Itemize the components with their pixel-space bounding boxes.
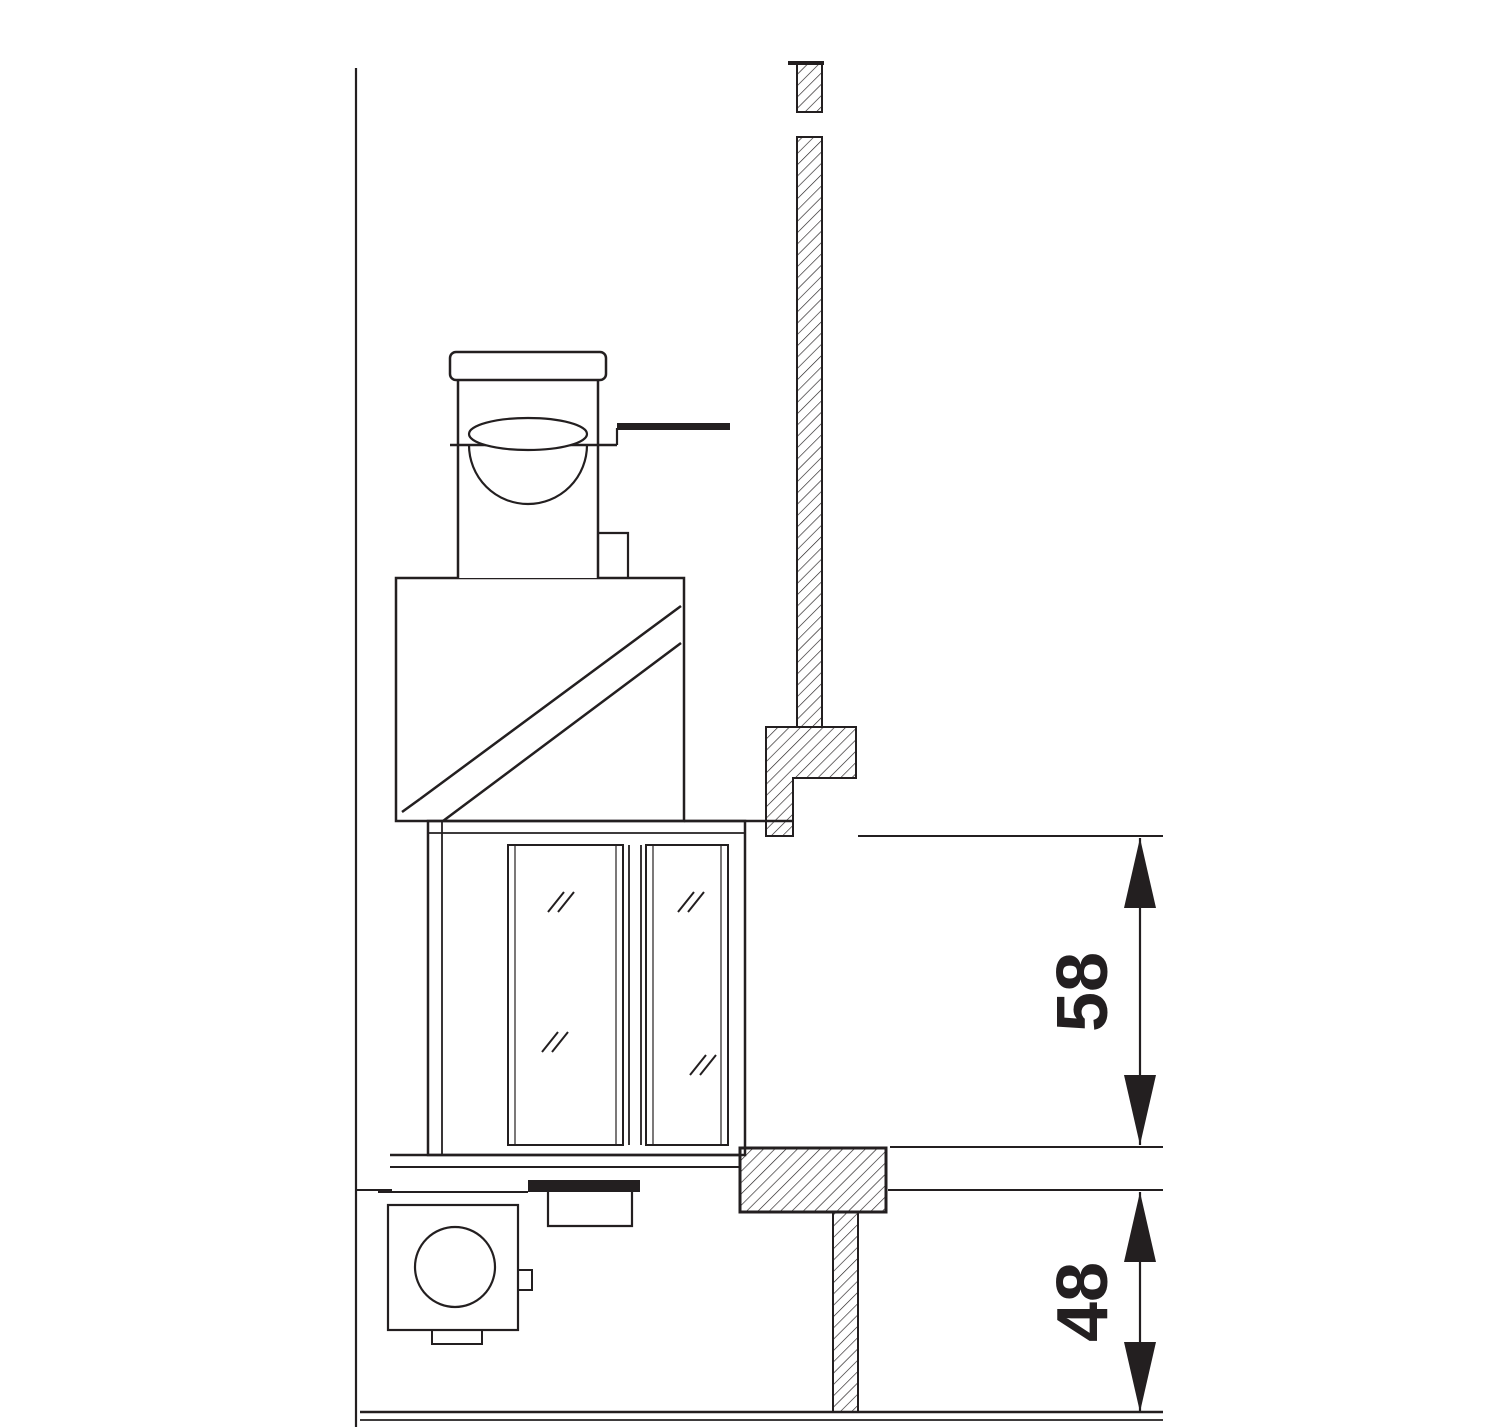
arrowhead-up [1124, 838, 1156, 908]
ash-funnel [546, 1192, 634, 1228]
dimension-upper: 58 [858, 835, 1163, 1148]
pipe-step [598, 531, 630, 578]
pedestal-notch [431, 1329, 483, 1345]
pedestal-tab [517, 1269, 533, 1291]
glass-reflection-marks [677, 891, 717, 1076]
damper-disc [467, 416, 589, 452]
smoke-baffle [401, 604, 682, 823]
glass-pane-left [507, 844, 624, 1146]
damper-handle [615, 423, 730, 445]
dimension-label-48: 48 [1043, 1262, 1123, 1342]
flue-collar [448, 350, 608, 382]
dimension-lower: 48 [888, 1189, 1163, 1412]
flue-pipe [448, 350, 730, 578]
grate [528, 1180, 640, 1192]
lintel-block [765, 726, 857, 837]
bench-slab [738, 1146, 888, 1214]
wall-lower-hatched [832, 1211, 859, 1413]
dimension-label-58: 58 [1043, 952, 1123, 1032]
pedestal-box [386, 1203, 533, 1345]
arrowhead-up [1124, 1192, 1156, 1262]
hearth-floor [356, 1153, 740, 1228]
glass-pane-right [645, 844, 729, 1146]
firebox-body [394, 576, 686, 823]
glass-reflection-marks [541, 891, 575, 1053]
door-mullion [628, 845, 642, 1145]
arrowhead-down [1124, 1342, 1156, 1412]
fireplace-door [426, 819, 793, 1157]
arrowhead-down [1124, 1075, 1156, 1145]
floor-lines [360, 1410, 1163, 1421]
wall-right-hatched [765, 61, 857, 837]
fan-circle [413, 1225, 497, 1309]
